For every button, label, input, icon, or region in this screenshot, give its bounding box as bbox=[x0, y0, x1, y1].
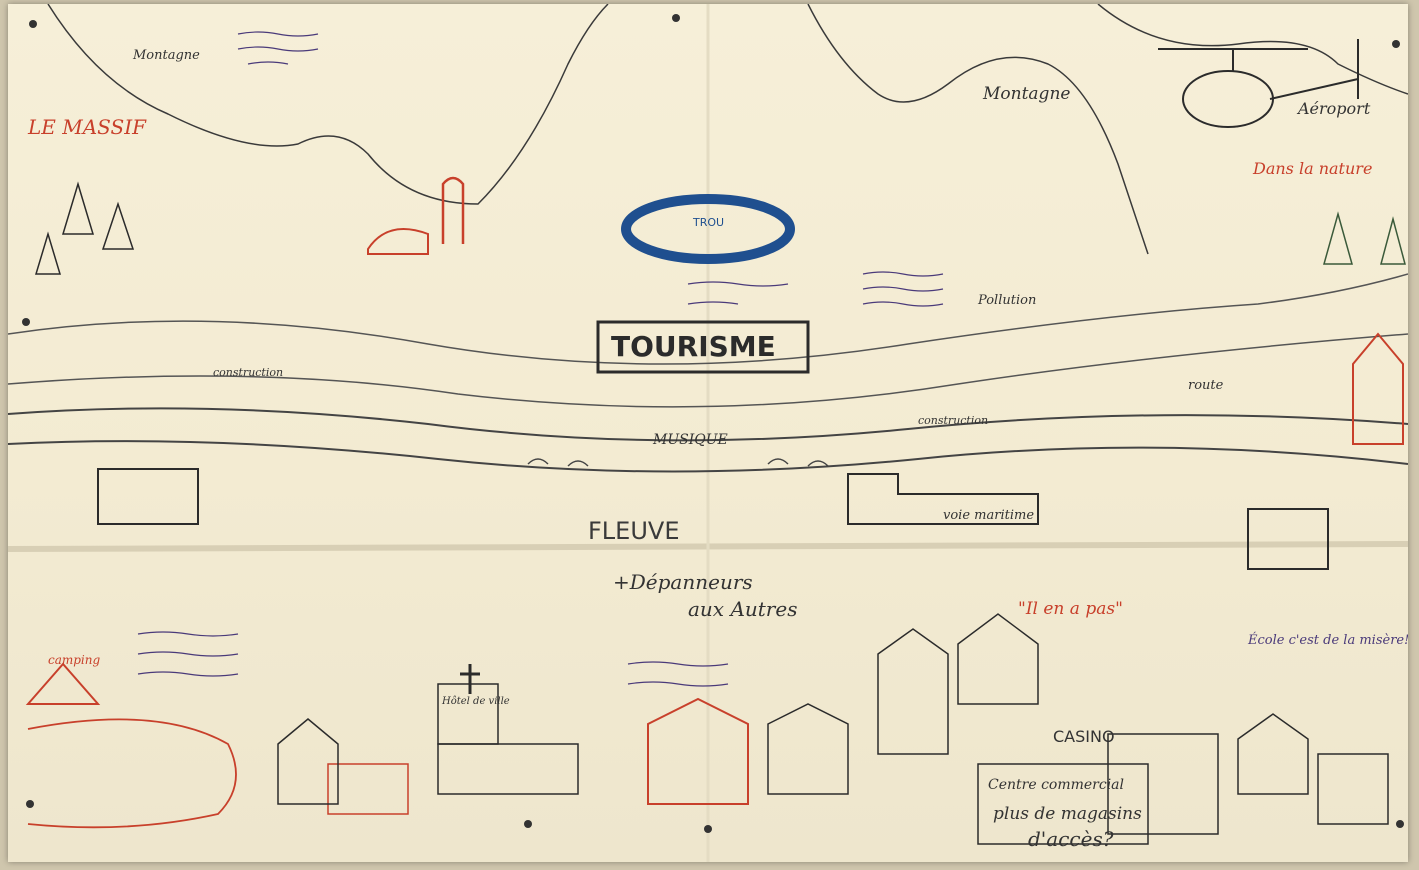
label-trou: TROU bbox=[692, 216, 724, 229]
label-hotel-de-ville: Hôtel de ville bbox=[441, 696, 510, 707]
label-casino: CASINO bbox=[1053, 727, 1115, 746]
label-construction-left: construction bbox=[213, 366, 283, 379]
blue-hole-ellipse bbox=[621, 194, 795, 264]
church-right bbox=[1352, 332, 1404, 445]
label-montagne-right: Montagne bbox=[982, 84, 1070, 104]
camping-tent bbox=[25, 662, 101, 705]
label-depanneur: +Dépanneurs bbox=[613, 570, 753, 594]
label-camping: camping bbox=[48, 653, 101, 667]
label-ecole: École c'est de la misère! bbox=[1247, 632, 1408, 648]
red-silo bbox=[441, 176, 465, 244]
river-waves bbox=[527, 458, 829, 467]
red-zone-outline bbox=[27, 718, 237, 829]
hill-outline bbox=[1097, 4, 1408, 95]
label-aux-autres: aux Autres bbox=[688, 597, 797, 621]
helicopter-drawing bbox=[1158, 39, 1359, 128]
label-fleuve: FLEUVE bbox=[588, 517, 680, 545]
label-montagne-left: Montagne bbox=[132, 48, 200, 63]
road-line-lower bbox=[8, 333, 1408, 408]
trees-left bbox=[34, 181, 135, 275]
label-centre-commercial: Centre commercial bbox=[988, 777, 1124, 793]
label-dans-la-nature: Dans la nature bbox=[1252, 159, 1372, 178]
map-drawing: TOURISME FLEUVE Montagne Montagne Aéropo… bbox=[8, 4, 1408, 862]
label-musique: MUSIQUE bbox=[652, 432, 728, 448]
red-barn bbox=[367, 228, 429, 255]
river-bank-top bbox=[8, 407, 1408, 442]
river-bank-bottom bbox=[8, 440, 1408, 473]
factory-left bbox=[97, 468, 199, 525]
mountain-outline-left bbox=[47, 4, 609, 205]
hand-drawn-map-poster: TOURISME FLEUVE Montagne Montagne Aéropo… bbox=[8, 4, 1408, 862]
wall-pins bbox=[22, 14, 1404, 833]
town-buildings bbox=[277, 613, 1389, 845]
label-pollution: Pollution bbox=[977, 293, 1036, 308]
handwritten-notes bbox=[137, 31, 944, 687]
road-line-upper bbox=[8, 273, 1408, 365]
church-cross bbox=[460, 664, 480, 694]
label-tourisme: TOURISME bbox=[611, 330, 776, 363]
factory-right bbox=[1247, 508, 1329, 570]
label-route: route bbox=[1188, 378, 1224, 393]
label-construction-right: construction bbox=[918, 414, 988, 427]
mountain-outline-right bbox=[807, 4, 1149, 255]
trees-right bbox=[1323, 211, 1406, 265]
cargo-ship bbox=[847, 473, 1039, 525]
label-acces: d'accès? bbox=[1028, 827, 1114, 851]
label-voie-maritime: voie maritime bbox=[943, 508, 1034, 523]
label-aeroport: Aéroport bbox=[1296, 99, 1371, 118]
label-le-massif: LE MASSIF bbox=[27, 115, 147, 139]
label-il-en-a-pas: "Il en a pas" bbox=[1018, 599, 1123, 619]
label-plus-de-magasins: plus de magasins bbox=[993, 804, 1142, 824]
tourisme-box bbox=[596, 320, 810, 374]
